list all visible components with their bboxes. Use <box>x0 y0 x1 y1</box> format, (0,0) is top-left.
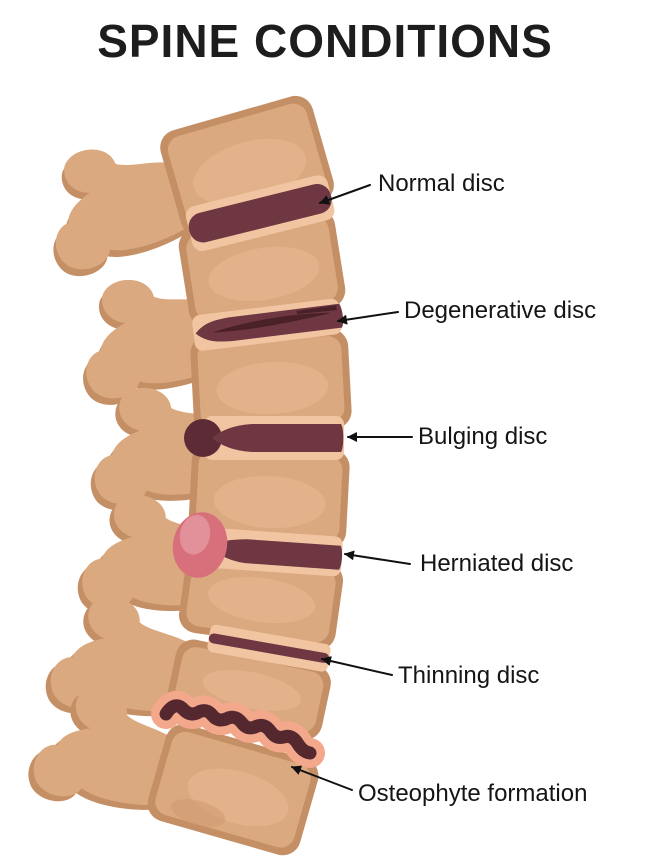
label-thinning-disc: Thinning disc <box>398 662 540 689</box>
normal-disc-shape <box>185 175 335 252</box>
vertebra-4 <box>188 442 350 550</box>
label-osteophyte-formation: Osteophyte formation <box>358 780 588 807</box>
leader-line-osteophyte-formation <box>291 765 353 791</box>
label-herniated-disc: Herniated disc <box>420 550 574 577</box>
label-degenerative-disc: Degenerative disc <box>404 297 597 324</box>
bulging-disc-shape <box>184 416 344 460</box>
label-normal-disc: Normal disc <box>378 170 505 197</box>
herniated-disc-shape <box>201 527 343 577</box>
discs <box>151 175 344 768</box>
degenerative-disc-shape <box>192 298 344 351</box>
leader-line-herniated-disc <box>344 550 411 565</box>
osteophyte-formation-shape <box>151 690 325 768</box>
leader-lines <box>291 184 413 791</box>
leader-line-normal-disc <box>319 184 371 205</box>
thinning-disc-shape <box>207 624 331 672</box>
leader-line-degenerative-disc <box>337 311 399 325</box>
herniation-bulge <box>172 512 228 578</box>
vertebra-3 <box>190 328 352 436</box>
leader-line-thinning-disc <box>321 656 393 676</box>
label-bulging-disc: Bulging disc <box>418 423 548 450</box>
vertebra-7 <box>147 724 319 856</box>
page-title: SPINE CONDITIONS <box>97 15 553 67</box>
